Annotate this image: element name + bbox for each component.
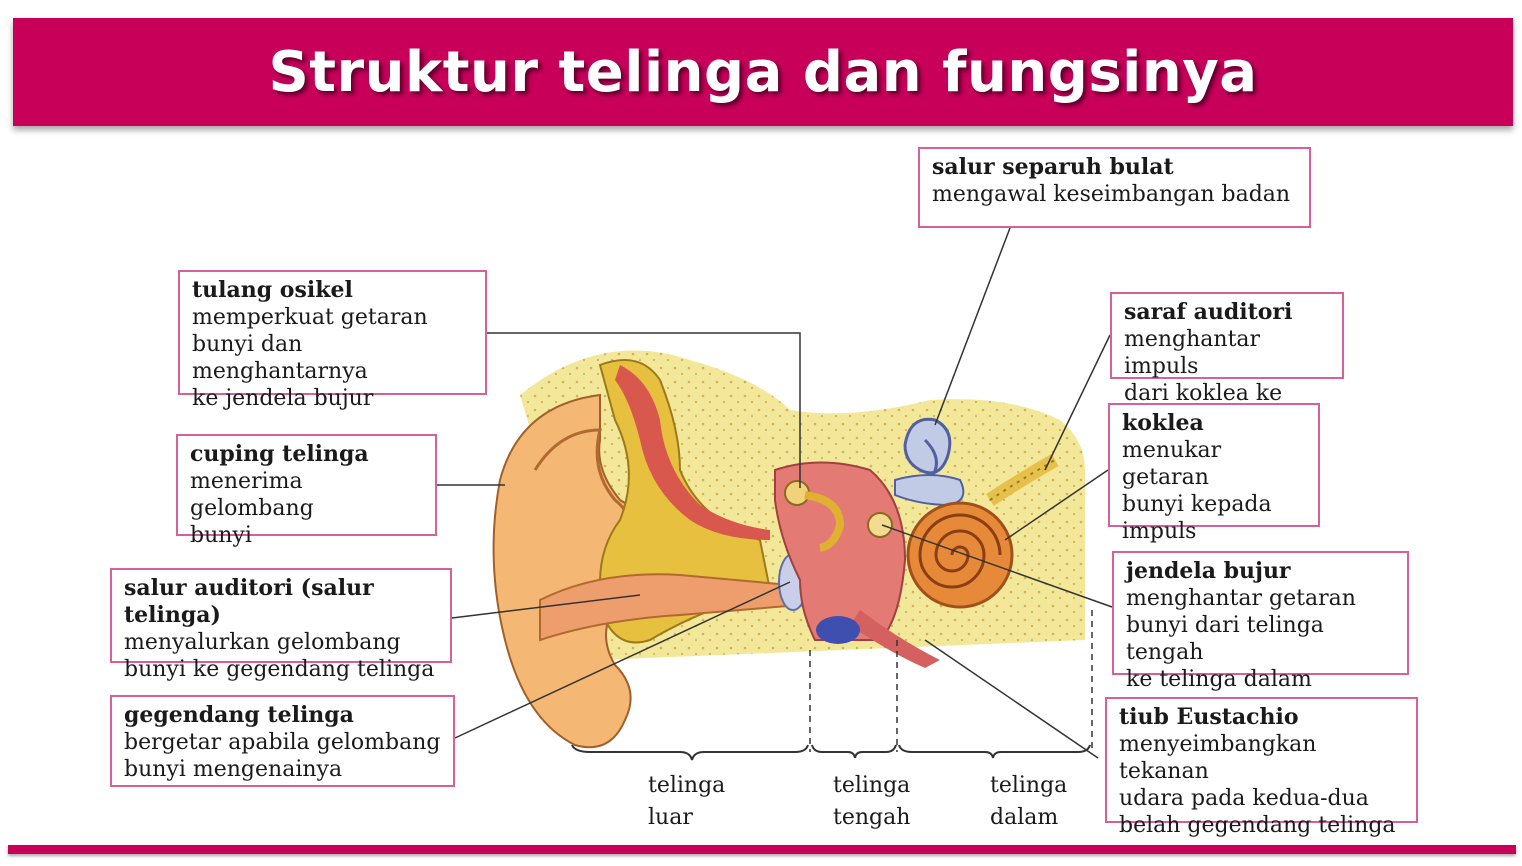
- label-name: jendela bujur: [1126, 558, 1291, 584]
- incus: [804, 491, 845, 552]
- section-telinga-luar: telinga luar: [648, 770, 725, 834]
- label-cuping-telinga: cuping telinga menerima gelombang bunyi: [176, 434, 437, 548]
- label-tulang-osikel: tulang osikel memperkuat getaran bunyi d…: [178, 270, 487, 411]
- cochlea: [906, 501, 1014, 609]
- label-desc-line: bunyi dari telinga tengah: [1126, 613, 1324, 665]
- label-jendela-bujur: jendela bujur menghantar getaran bunyi d…: [1112, 551, 1409, 692]
- label-desc-line: bunyi kepada: [1122, 492, 1272, 517]
- cochlea-spiral: [918, 513, 1002, 589]
- label-name: tulang osikel: [192, 277, 353, 303]
- label-desc-line: menghantar getaran: [1126, 586, 1356, 611]
- bottom-divider: [8, 845, 1516, 854]
- label-salur-separuh-bulat: salur separuh bulat mengawal keseimbanga…: [918, 147, 1311, 228]
- label-desc-line: bunyi dan menghantarnya: [192, 332, 368, 384]
- section-line: tengah: [833, 805, 911, 830]
- label-desc-line: menyeimbangkan tekanan: [1119, 732, 1317, 784]
- section-line: dalam: [990, 805, 1059, 830]
- label-desc-line: belah gegendang telinga: [1119, 813, 1396, 838]
- section-line: telinga: [648, 773, 726, 798]
- vestibule: [894, 474, 965, 507]
- section-telinga-dalam: telinga dalam: [990, 770, 1067, 834]
- middle-ear: [774, 461, 907, 641]
- label-name: koklea: [1122, 410, 1204, 436]
- stapes: [867, 512, 893, 538]
- label-koklea: koklea menukar getaran bunyi kepada impu…: [1108, 403, 1320, 544]
- section-telinga-tengah: telinga tengah: [833, 770, 910, 834]
- label-desc-line: menerima gelombang: [190, 469, 314, 521]
- label-desc-line: menghantar impuls: [1124, 327, 1261, 379]
- eustachian-tube: [850, 610, 940, 668]
- label-desc-line: menyalurkan gelombang: [124, 630, 401, 655]
- label-name: gegendang telinga: [124, 702, 354, 728]
- section-line: telinga: [833, 773, 911, 798]
- label-tiub-eustachio: tiub Eustachio menyeimbangkan tekanan ud…: [1105, 697, 1418, 838]
- label-name: cuping telinga: [190, 441, 369, 467]
- label-name: saraf auditori: [1124, 299, 1293, 325]
- section-line: telinga: [990, 773, 1068, 798]
- label-desc-line: mengawal keseimbangan badan: [932, 182, 1291, 207]
- label-desc-line: bunyi mengenainya: [124, 757, 343, 782]
- label-desc-line: bunyi ke gegendang telinga: [124, 657, 435, 682]
- label-name: salur separuh bulat: [932, 154, 1174, 180]
- label-name: tiub Eustachio: [1119, 704, 1299, 730]
- muscle-layer: [615, 365, 770, 540]
- page-title: Struktur telinga dan fungsinya: [268, 39, 1258, 105]
- label-salur-auditori: salur auditori (salur telinga) menyalurk…: [110, 568, 452, 682]
- label-desc-line: bunyi: [190, 523, 252, 548]
- label-gegendang-telinga: gegendang telinga bergetar apabila gelom…: [110, 695, 455, 787]
- title-banner: Struktur telinga dan fungsinya: [13, 18, 1513, 126]
- label-desc-line: ke jendela bujur: [192, 386, 374, 411]
- label-desc-line: bergetar apabila gelombang: [124, 730, 441, 755]
- eustachian-opening: [816, 616, 860, 644]
- label-name: salur auditori (salur telinga): [124, 575, 374, 628]
- label-desc-line: impuls: [1122, 519, 1197, 544]
- section-line: luar: [648, 805, 693, 830]
- label-desc-line: memperkuat getaran: [192, 305, 428, 330]
- label-desc-line: ke telinga dalam: [1126, 667, 1312, 692]
- label-desc-line: udara pada kedua-dua: [1119, 786, 1369, 811]
- label-saraf-auditori: saraf auditori menghantar impuls dari ko…: [1110, 292, 1344, 433]
- label-desc-line: menukar getaran: [1122, 438, 1222, 490]
